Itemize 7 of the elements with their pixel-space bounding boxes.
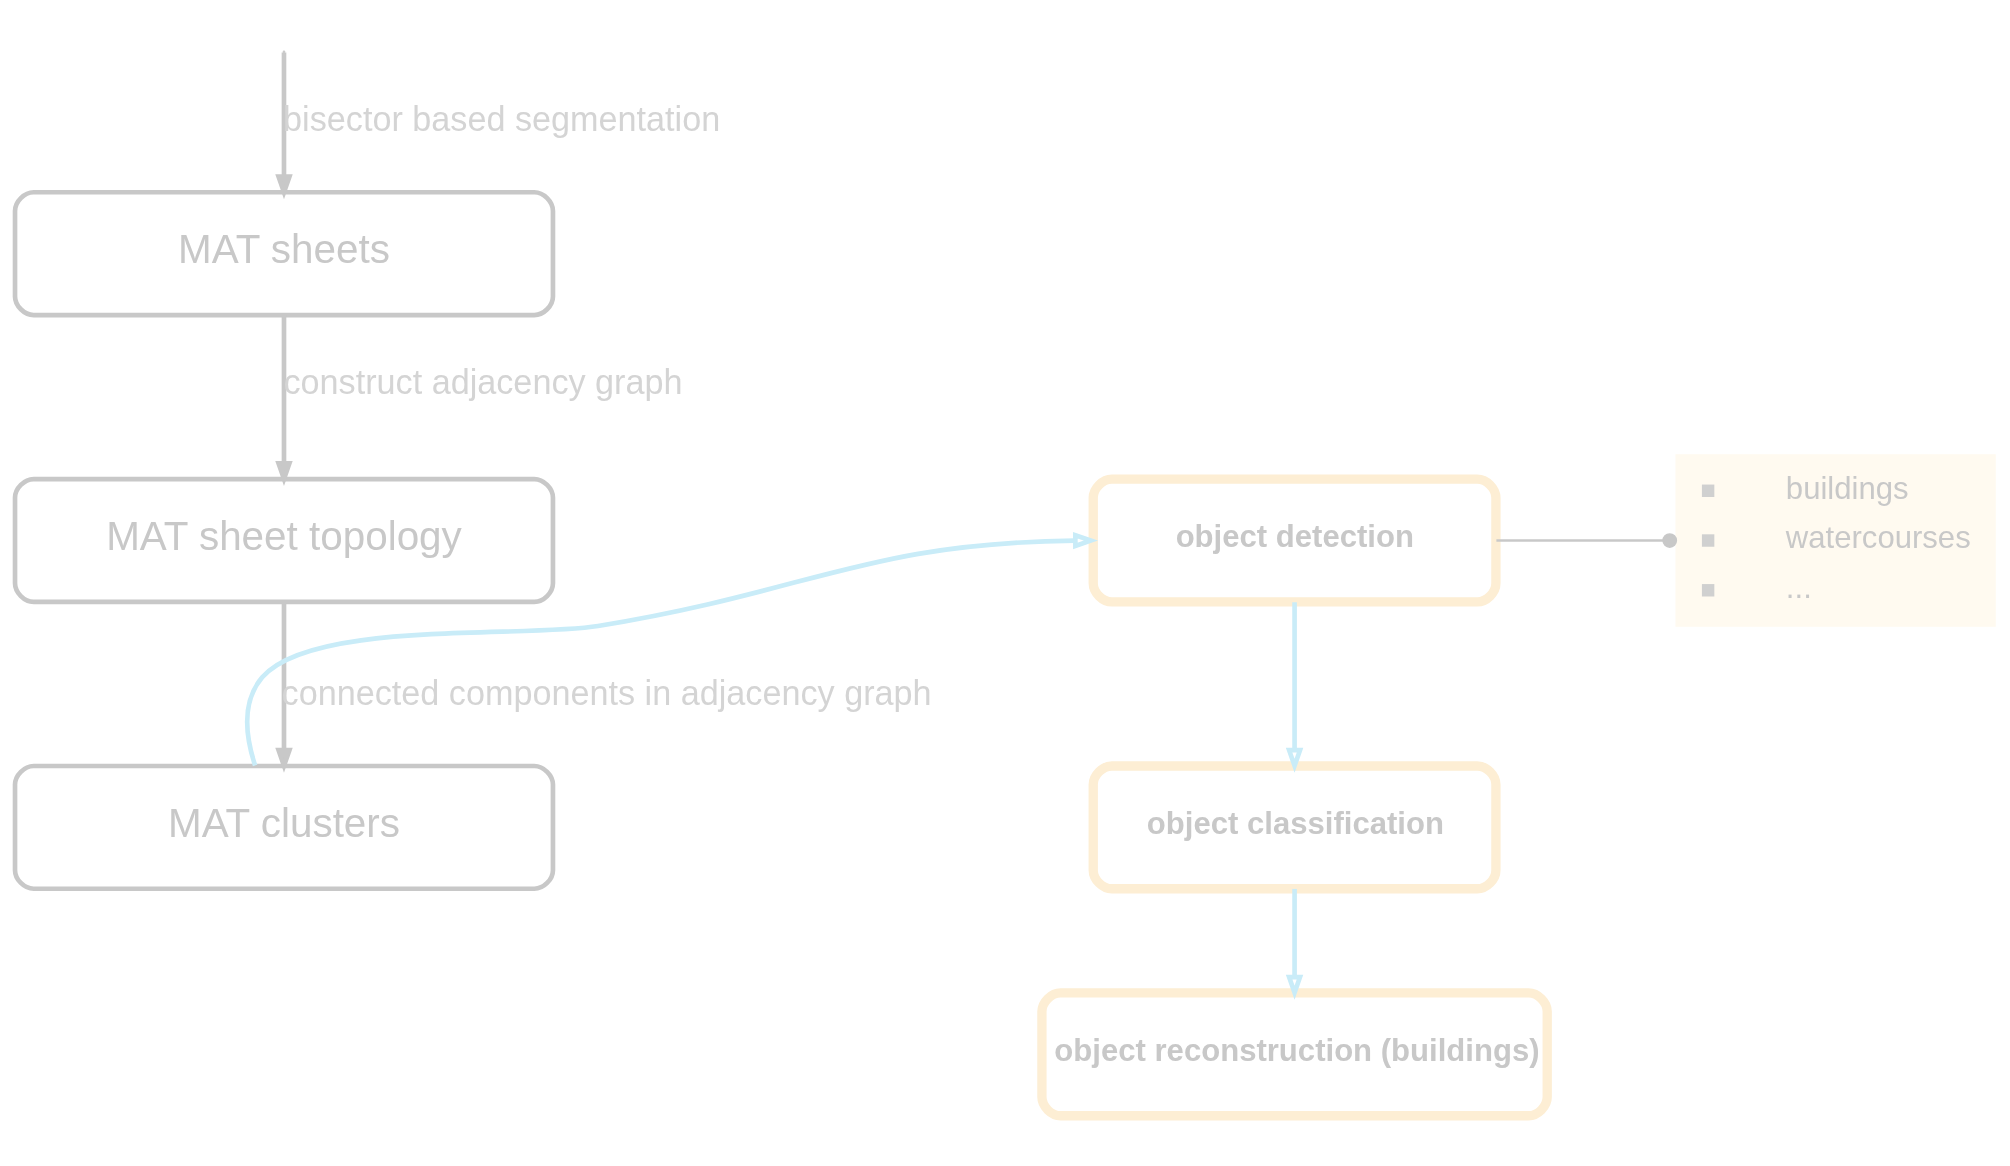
connector bbox=[1496, 532, 1678, 548]
arrow bbox=[1285, 888, 1304, 1000]
arrow bbox=[1285, 601, 1304, 773]
arrow bbox=[275, 314, 293, 486]
arrow bbox=[245, 531, 1098, 766]
arrow bbox=[275, 601, 293, 773]
arrow bbox=[275, 52, 293, 199]
